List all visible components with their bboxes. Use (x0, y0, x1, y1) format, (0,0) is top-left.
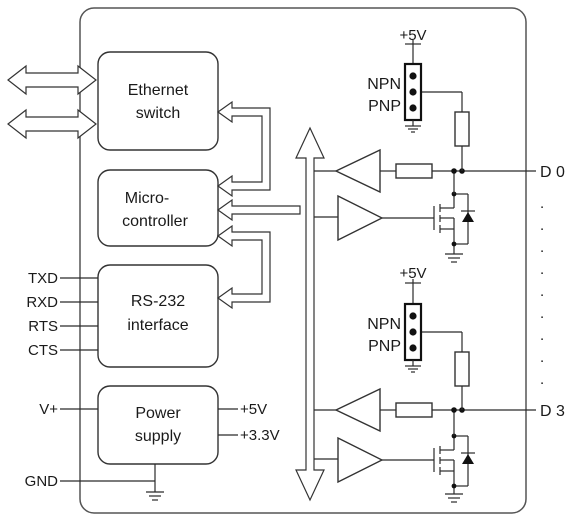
rs232-interface-block: RS-232 interface (97, 264, 219, 368)
output-mosfet-0 (433, 191, 475, 254)
ethernet-switch-label-1: Ethernet (128, 82, 189, 99)
output-3v3-label: +3.3V (240, 427, 280, 444)
output-driver-0 (337, 194, 384, 242)
rs232-label-1: RS-232 (131, 293, 185, 310)
ground-symbol-0 (445, 253, 463, 263)
microcontroller-block: Micro- controller (97, 169, 219, 247)
ellipsis-dot-3: . (540, 239, 544, 256)
ellipsis-dot-4: . (540, 261, 544, 278)
supply-label-3: +5V (399, 265, 426, 282)
power-supply-block: Power supply (97, 385, 219, 465)
signal-rxd-label: RXD (26, 294, 58, 311)
pnp-label-0: PNP (368, 98, 401, 115)
power-ground-symbol (146, 491, 164, 501)
channel-3: D 3 (314, 265, 565, 503)
micro-bus-link (216, 198, 301, 222)
signal-rts-label: RTS (28, 318, 58, 335)
input-resistor-0 (395, 163, 433, 179)
npn-label-0: NPN (367, 76, 401, 93)
ethernet-switch-block: Ethernet switch (97, 51, 219, 151)
input-buffer-0 (334, 148, 381, 194)
ethernet-switch-label-2: switch (136, 105, 180, 122)
serial-signals: TXD RXD RTS CTS (26, 270, 98, 359)
microcontroller-label-2: controller (122, 213, 188, 230)
pull-resistor-3 (454, 351, 470, 387)
rs232-label-2: interface (127, 317, 188, 334)
ground-symbol-3 (445, 493, 463, 503)
signal-cts-label: CTS (28, 342, 58, 359)
ellipsis-dot-2: . (540, 217, 544, 234)
gnd-label: GND (25, 473, 59, 490)
jumper-ground-symbol-3 (405, 365, 421, 373)
microcontroller-label-1: Micro- (125, 190, 169, 207)
npn-label-3: NPN (367, 316, 401, 333)
input-buffer-3 (334, 387, 381, 433)
ethernet-micro-link (216, 100, 271, 198)
output-driver-3 (337, 436, 384, 484)
channel-ellipsis: . . . . . . . . . (540, 195, 544, 388)
signal-txd-label: TXD (28, 270, 58, 287)
ellipsis-dot-8: . (540, 349, 544, 366)
jumper-ground-symbol-0 (405, 125, 421, 133)
channel-3-label: D 3 (540, 403, 565, 420)
ellipsis-dot-1: . (540, 195, 544, 212)
ethernet-port-arrow-1 (7, 64, 97, 96)
output-5v-label: +5V (240, 401, 267, 418)
power-supply-label-1: Power (135, 405, 181, 422)
vplus-label: V+ (39, 401, 58, 418)
module-outline (79, 7, 527, 514)
power-wiring: V+ GND +5V +3.3V (25, 401, 280, 501)
output-mosfet-3 (433, 433, 475, 494)
input-resistor-3 (395, 402, 433, 418)
supply-label-0: +5V (399, 27, 426, 44)
channel-0: D 0 (314, 27, 565, 263)
channel-0-label: D 0 (540, 164, 565, 181)
ellipsis-dot-5: . (540, 283, 544, 300)
ellipsis-dot-6: . (540, 305, 544, 322)
ellipsis-dot-9: . (540, 371, 544, 388)
power-supply-label-2: supply (135, 428, 181, 445)
micro-rs232-link (216, 224, 271, 310)
pull-resistor-0 (454, 111, 470, 147)
ellipsis-dot-7: . (540, 327, 544, 344)
ethernet-port-arrow-2 (7, 108, 97, 140)
io-bus-arrow (295, 126, 325, 502)
pnp-label-3: PNP (368, 338, 401, 355)
